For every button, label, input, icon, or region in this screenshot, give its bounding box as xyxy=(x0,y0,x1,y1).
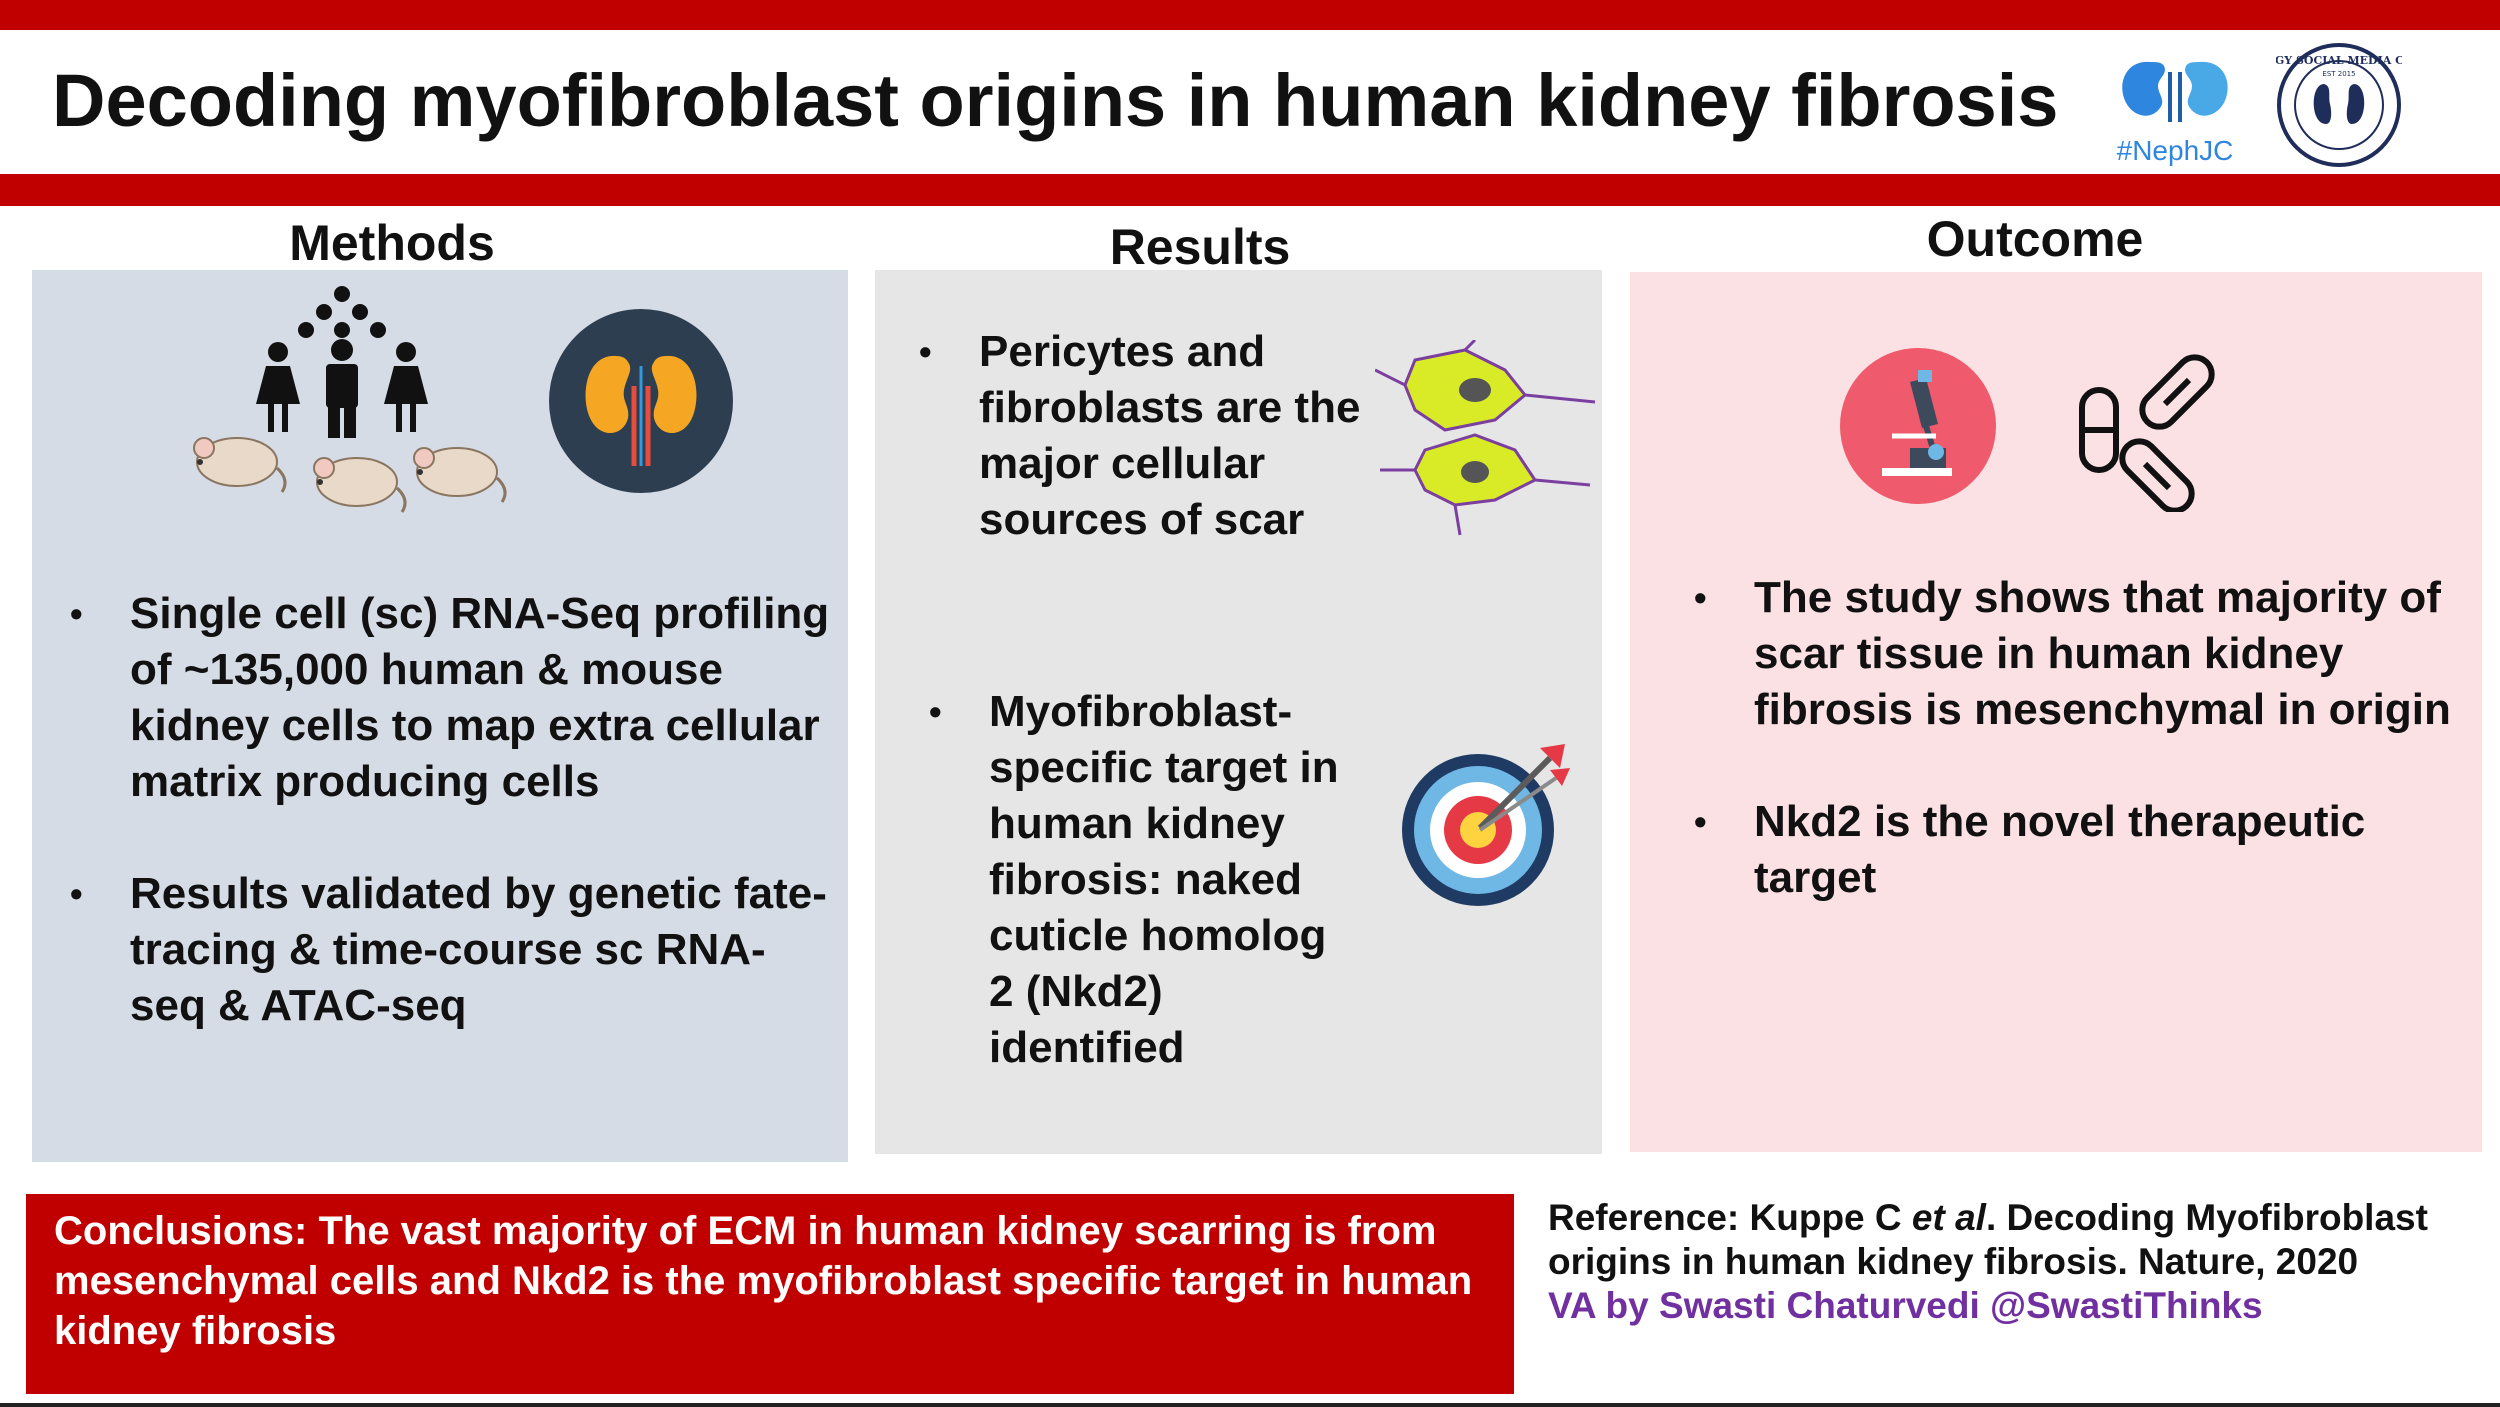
list-item: The study shows that majority of scar ti… xyxy=(1694,570,2454,738)
nsmc-seal: NEPHROLOGY SOCIAL MEDIA COLLECTIVE EST 2… xyxy=(2202,42,2476,168)
header-bottom-red-bar xyxy=(0,174,2500,206)
results-bullets-top: Pericytes and fibroblasts are the major … xyxy=(919,324,1379,548)
pills-icon xyxy=(2079,354,2215,512)
bottom-border xyxy=(0,1403,2500,1407)
nsmc-seal-text: NEPHROLOGY SOCIAL MEDIA COLLECTIVE xyxy=(2276,54,2402,67)
reference-etal: et al xyxy=(1911,1197,1986,1238)
methods-bullets: Single cell (sc) RNA-Seq profiling of ~1… xyxy=(70,586,830,1034)
nsmc-est: EST 2015 xyxy=(2322,70,2355,78)
results-bullets-bottom: Myofibroblast-specific target in human k… xyxy=(929,684,1349,1076)
outcome-heading: Outcome xyxy=(1926,211,2144,267)
mouse-icon xyxy=(313,457,407,513)
mouse-icon xyxy=(193,437,287,493)
list-item: Myofibroblast-specific target in human k… xyxy=(929,684,1349,1076)
reference: Reference: Kuppe C et al. Decoding Myofi… xyxy=(1548,1196,2488,1328)
page-title: Decoding myofibroblast origins in human … xyxy=(52,59,2059,142)
methods-panel: Single cell (sc) RNA-Seq profiling of ~1… xyxy=(32,270,848,1162)
target-icon xyxy=(1402,744,1570,906)
mouse-icon xyxy=(413,447,507,503)
kidney-icon xyxy=(549,309,733,493)
list-item: Nkd2 is the novel therapeutic target xyxy=(1694,794,2454,906)
nephjc-label: #NephJC xyxy=(2116,135,2234,166)
conclusion-box: Conclusions: The vast majority of ECM in… xyxy=(26,1194,1514,1394)
nephjc-logo: #NephJC xyxy=(2110,52,2240,166)
top-red-bar xyxy=(0,0,2500,30)
methods-heading: Methods xyxy=(289,215,495,271)
list-item: Results validated by genetic fate-tracin… xyxy=(70,866,830,1034)
conclusion-text: Conclusions: The vast majority of ECM in… xyxy=(54,1209,1473,1353)
reference-suffix: . Decoding Myofibroblast origins in huma… xyxy=(1548,1197,2428,1282)
list-item: Pericytes and fibroblasts are the major … xyxy=(919,324,1379,548)
va-credit: VA by Swasti Chaturvedi @SwastiThinks xyxy=(1548,1285,2263,1326)
results-panel: Pericytes and fibroblasts are the major … xyxy=(875,270,1602,1154)
fibroblast-cell-icon xyxy=(1375,340,1596,536)
outcome-bullets: The study shows that majority of scar ti… xyxy=(1694,570,2454,906)
microscope-icon xyxy=(1840,348,1996,504)
people-crowd-icon xyxy=(256,286,428,438)
reference-prefix: Reference: Kuppe C xyxy=(1548,1197,1912,1238)
results-heading: Results xyxy=(1109,219,1291,275)
outcome-panel: The study shows that majority of scar ti… xyxy=(1630,272,2482,1152)
kidney-logo-icon xyxy=(2122,61,2228,122)
list-item: Single cell (sc) RNA-Seq profiling of ~1… xyxy=(70,586,830,810)
